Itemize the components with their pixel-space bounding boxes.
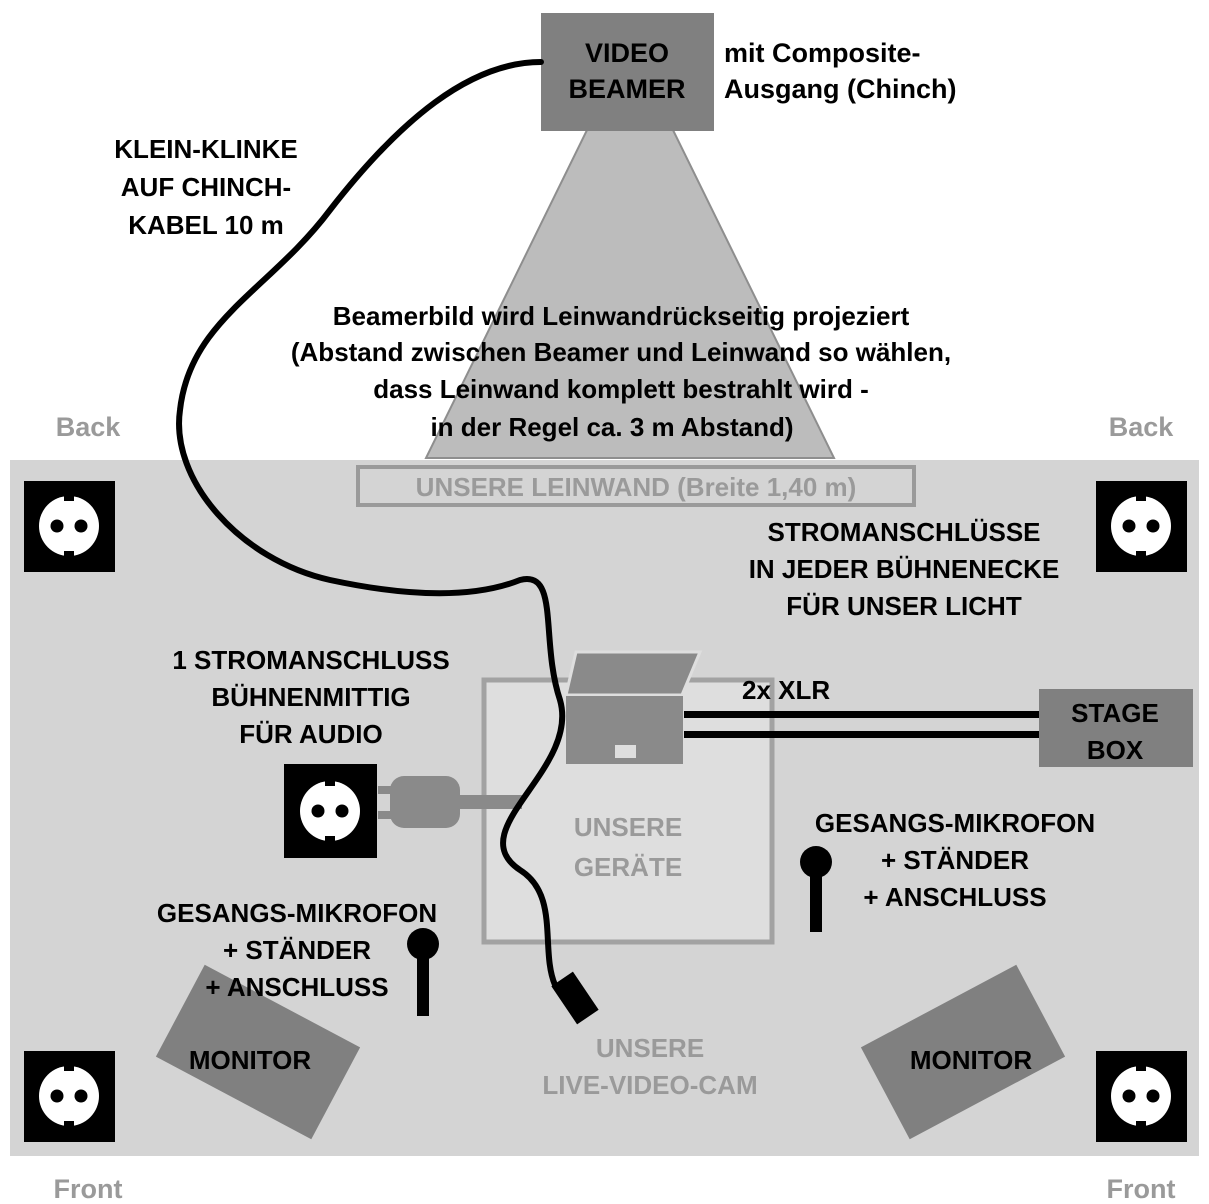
- power-socket-back-left: [24, 481, 115, 572]
- video-beamer-box: [541, 13, 714, 131]
- power-corners-note-line1: STROMANSCHLÜSSE: [767, 517, 1040, 547]
- power-corners-note-line3: FÜR UNSER LICHT: [786, 591, 1022, 621]
- mic-right-line3: + ANSCHLUSS: [863, 882, 1046, 912]
- corner-label-front-left: Front: [54, 1174, 123, 1204]
- mic-right-line1: GESANGS-MIKROFON: [815, 808, 1095, 838]
- monitor-left: [155, 964, 361, 1140]
- projection-note-line1: Beamerbild wird Leinwandrückseitig proje…: [333, 301, 910, 331]
- mic-left-line2: + STÄNDER: [223, 935, 371, 965]
- projection-note-line3: dass Leinwand komplett bestrahlt wird -: [373, 374, 869, 404]
- microphone-right-icon: [800, 846, 832, 932]
- power-corners-note-line2: IN JEDER BÜHNENECKE: [749, 554, 1060, 584]
- camera-label-line2: LIVE-VIDEO-CAM: [542, 1070, 757, 1100]
- monitor-right: [860, 964, 1066, 1140]
- equipment-label-line1: UNSERE: [574, 812, 682, 842]
- power-socket-back-right: [1096, 481, 1187, 572]
- stage-box-line1: STAGE: [1071, 698, 1159, 728]
- screen-label: UNSERE LEINWAND (Breite 1,40 m): [416, 472, 857, 502]
- corner-label-front-right: Front: [1107, 1174, 1176, 1204]
- beamer-label-line2: BEAMER: [568, 74, 685, 104]
- microphone-left-icon: [407, 928, 439, 1016]
- corner-label-back-right: Back: [1109, 412, 1175, 442]
- power-center-note-line1: 1 STROMANSCHLUSS: [172, 645, 449, 675]
- projection-screen: [356, 465, 916, 507]
- beamer-note-line1: mit Composite-: [724, 38, 921, 68]
- mic-left-line1: GESANGS-MIKROFON: [157, 898, 437, 928]
- power-center-note-line3: FÜR AUDIO: [239, 719, 382, 749]
- equipment-label-line2: GERÄTE: [574, 852, 682, 882]
- xlr-label: 2x XLR: [742, 675, 830, 705]
- monitor-left-label: MONITOR: [189, 1045, 312, 1075]
- stage-box-line2: BOX: [1087, 735, 1144, 765]
- mic-right-line2: + STÄNDER: [881, 845, 1029, 875]
- cable-label-line2: AUF CHINCH-: [121, 172, 291, 202]
- projection-beam: [424, 127, 836, 459]
- cable-label-line3: KABEL 10 m: [128, 210, 284, 240]
- monitor-right-label: MONITOR: [910, 1045, 1033, 1075]
- camera-label-line1: UNSERE: [596, 1033, 704, 1063]
- power-socket-center: [284, 764, 377, 858]
- laptop-icon: [564, 650, 703, 764]
- xlr-cables: [684, 711, 1040, 738]
- video-cable: [176, 59, 566, 988]
- projection-note-line2: (Abstand zwischen Beamer und Leinwand so…: [291, 337, 951, 367]
- cable-label-line1: KLEIN-KLINKE: [114, 134, 297, 164]
- power-plug-icon: [378, 776, 522, 828]
- corner-label-back-left: Back: [56, 412, 122, 442]
- projection-note-line4: in der Regel ca. 3 m Abstand): [430, 412, 793, 442]
- stage-box: [1039, 689, 1193, 767]
- power-socket-front-left: [24, 1051, 115, 1142]
- video-camera-icon: [551, 971, 599, 1025]
- beamer-note-line2: Ausgang (Chinch): [724, 74, 956, 104]
- beamer-label-line1: VIDEO: [585, 38, 669, 68]
- power-socket-front-right: [1096, 1051, 1187, 1142]
- power-center-note-line2: BÜHNENMITTIG: [211, 682, 410, 712]
- mic-left-line3: + ANSCHLUSS: [205, 972, 388, 1002]
